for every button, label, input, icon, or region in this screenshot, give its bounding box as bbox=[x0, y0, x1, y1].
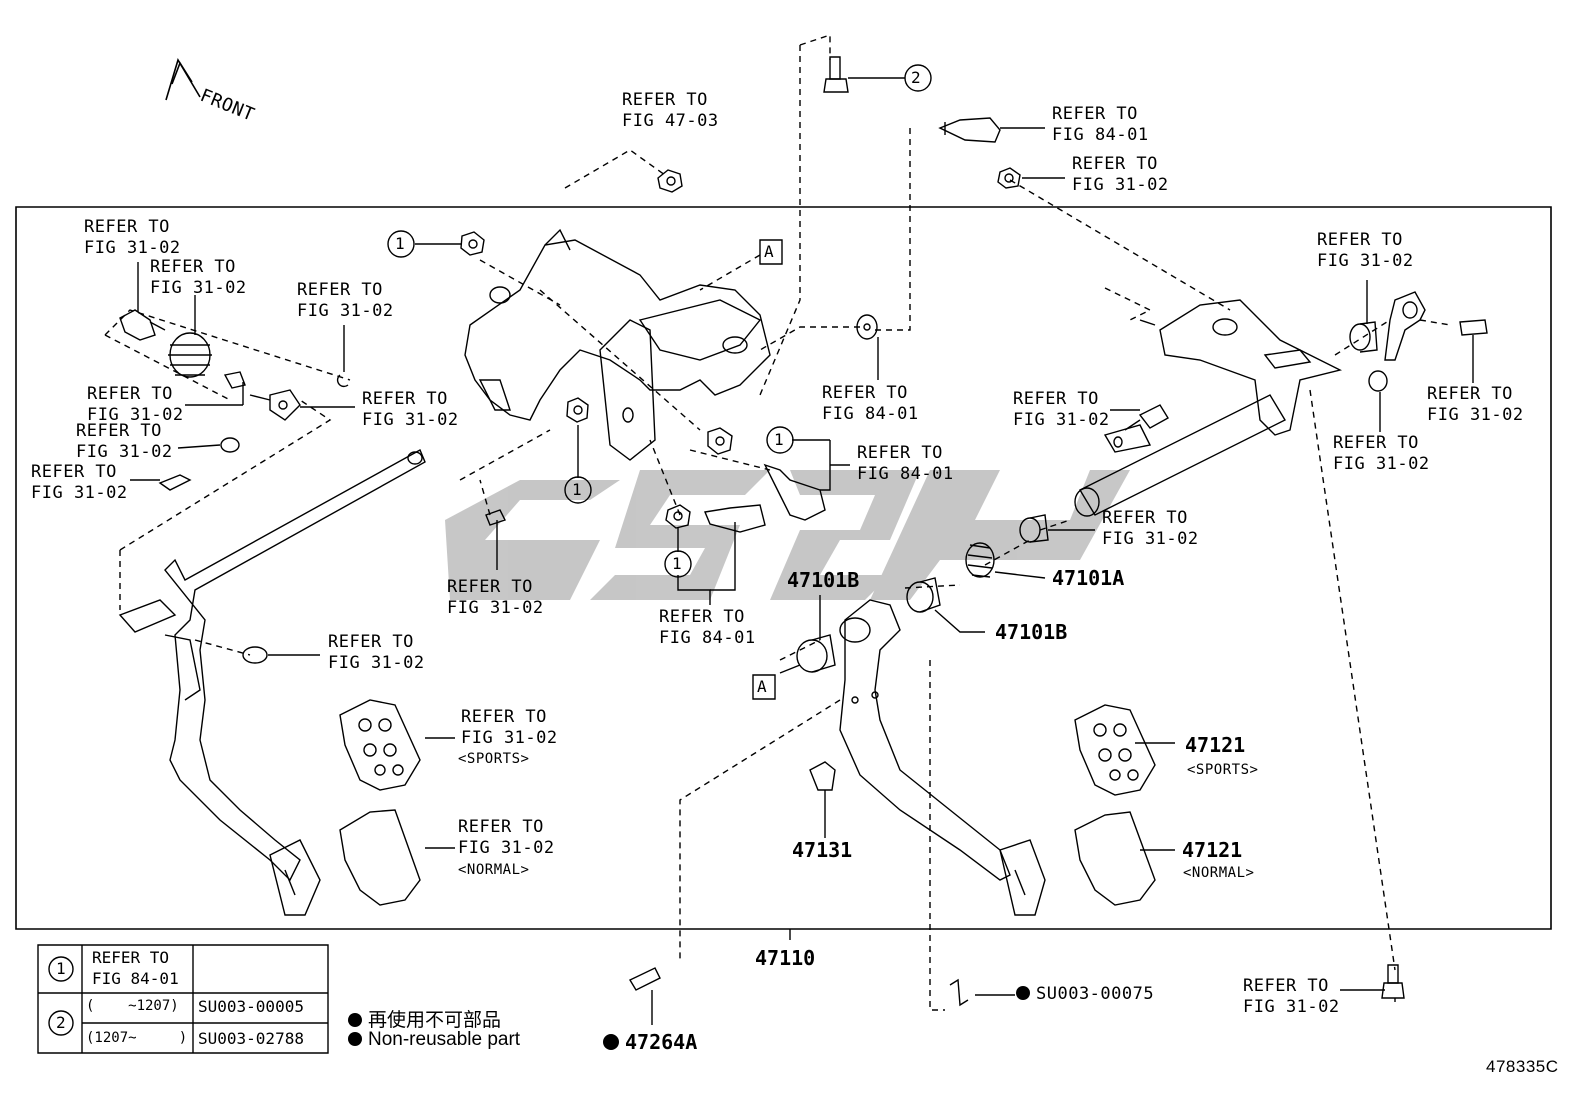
legend-range-b: (1207~ ) bbox=[86, 1030, 188, 1046]
callout-1-c: 1 bbox=[572, 480, 583, 499]
bolt-right-mid bbox=[1125, 405, 1168, 430]
part-su003-00075-text: SU003-00075 bbox=[1036, 984, 1155, 1004]
nut-right bbox=[998, 168, 1020, 188]
brake-pedal-arm bbox=[810, 600, 1045, 915]
ref-fig-31-02-c: REFER TO FIG 31-02 bbox=[297, 280, 394, 321]
ref-fig-31-02-sports: REFER TO FIG 31-02 bbox=[461, 707, 558, 748]
part-47110: 47110 bbox=[755, 946, 816, 970]
ref-fig-31-02-k: REFER TO FIG 31-02 bbox=[31, 462, 128, 503]
clip-su003 bbox=[950, 980, 968, 1005]
marker-a-top-label: A bbox=[764, 242, 775, 261]
spring-47101A bbox=[966, 543, 994, 577]
ref-fig-31-02-e: REFER TO FIG 31-02 bbox=[87, 384, 184, 425]
callout-1-d: 1 bbox=[672, 554, 683, 573]
ref-fig-31-02-f: REFER TO FIG 31-02 bbox=[362, 389, 459, 430]
nut-center bbox=[567, 398, 588, 478]
ref-fig-31-02-j: REFER TO FIG 31-02 bbox=[1333, 433, 1430, 474]
washer bbox=[857, 315, 877, 339]
turnover-spring-parts bbox=[120, 310, 348, 490]
clutch-switch bbox=[765, 465, 825, 520]
ref-fig-31-02-b: REFER TO FIG 31-02 bbox=[150, 257, 247, 298]
pedal-support-bracket bbox=[465, 230, 770, 460]
stop-lamp-switch bbox=[940, 118, 1000, 142]
part-su003-00075: SU003-00075 bbox=[1016, 984, 1154, 1005]
front-arrow-icon bbox=[166, 60, 200, 100]
non-reusable-dot-icon bbox=[348, 1013, 362, 1027]
ref-fig-84-01-washer: REFER TO FIG 84-01 bbox=[822, 383, 919, 424]
ref-fig-84-01-clutch: REFER TO FIG 84-01 bbox=[857, 443, 954, 484]
part-47264A: 47264A bbox=[603, 1032, 697, 1053]
variant-sports-left: <SPORTS> bbox=[458, 751, 530, 767]
legend-num-1: 1 bbox=[56, 959, 66, 978]
marker-a-top bbox=[760, 240, 782, 264]
legend-table bbox=[38, 945, 328, 1053]
sports-pad-left bbox=[340, 700, 420, 790]
nut-switch-upper bbox=[708, 428, 732, 454]
bolt-47264A bbox=[630, 968, 660, 990]
clutch-pedal-arm bbox=[120, 450, 425, 915]
callout-circles bbox=[388, 65, 931, 577]
part-47121-normal: 47121 bbox=[1182, 838, 1243, 862]
ref-fig-47-03: REFER TO FIG 47-03 bbox=[622, 90, 719, 131]
lower-switch bbox=[705, 505, 765, 532]
figure-code: 478335C bbox=[1486, 1057, 1559, 1076]
nut-1 bbox=[461, 232, 484, 255]
callout-1-a: 1 bbox=[395, 234, 406, 253]
assembly-frame bbox=[16, 207, 1551, 929]
non-reusable-dot-icon bbox=[603, 1034, 619, 1050]
normal-pad-right bbox=[1075, 812, 1155, 905]
sports-pad-right bbox=[1075, 705, 1155, 795]
ref-fig-31-02-i: REFER TO FIG 31-02 bbox=[76, 421, 173, 462]
part-47121-sports: 47121 bbox=[1185, 733, 1246, 757]
ref-fig-31-02-nut: REFER TO FIG 31-02 bbox=[1072, 154, 1169, 195]
note-non-reusable-jp: 再使用不可部品 bbox=[348, 1005, 501, 1032]
normal-pad-left bbox=[340, 810, 420, 905]
right-top-parts bbox=[1350, 292, 1487, 391]
marker-a-bottom bbox=[753, 675, 775, 699]
part-47131: 47131 bbox=[792, 838, 853, 862]
ref-fig-31-02-d: REFER TO FIG 31-02 bbox=[1317, 230, 1414, 271]
dashed-leaders bbox=[105, 35, 1450, 1010]
clip-small bbox=[486, 510, 505, 525]
ref-fig-31-02-h: REFER TO FIG 31-02 bbox=[1427, 384, 1524, 425]
callout-1-b: 1 bbox=[774, 430, 785, 449]
ref-fig-31-02-m: REFER TO FIG 31-02 bbox=[447, 577, 544, 618]
marker-a-bottom-label: A bbox=[757, 677, 768, 696]
legend-range-a: ( ~1207) bbox=[86, 998, 179, 1014]
part-47264A-text: 47264A bbox=[625, 1030, 698, 1054]
ref-fig-31-02-n: REFER TO FIG 31-02 bbox=[328, 632, 425, 673]
legend-num-2: 2 bbox=[56, 1013, 66, 1032]
solid-leaders bbox=[130, 78, 1473, 1025]
part-47101B-upper: 47101B bbox=[995, 620, 1068, 644]
ref-fig-84-01-lower: REFER TO FIG 84-01 bbox=[659, 607, 756, 648]
ref-fig-31-02-l: REFER TO FIG 31-02 bbox=[1102, 508, 1199, 549]
note-jp-text: 再使用不可部品 bbox=[368, 1009, 502, 1031]
ref-fig-84-01-switch: REFER TO FIG 84-01 bbox=[1052, 104, 1149, 145]
ref-fig-31-02-g: REFER TO FIG 31-02 bbox=[1013, 389, 1110, 430]
collar bbox=[1020, 515, 1048, 542]
bolt-top bbox=[824, 57, 848, 92]
bushing-47101B-upper bbox=[907, 578, 940, 612]
non-reusable-dot-icon bbox=[1016, 986, 1030, 1000]
nut-top bbox=[658, 170, 682, 192]
variant-normal-left: <NORMAL> bbox=[458, 862, 530, 878]
nut-switch-lower bbox=[666, 505, 690, 528]
part-47101B-lower: 47101B bbox=[787, 568, 860, 592]
legend-part-b: SU003-02788 bbox=[198, 1029, 304, 1048]
part-47101A: 47101A bbox=[1052, 566, 1125, 590]
ref-fig-31-02-bolt: REFER TO FIG 31-02 bbox=[1243, 976, 1340, 1017]
callout-2-top: 2 bbox=[911, 68, 922, 87]
variant-normal-right: <NORMAL> bbox=[1183, 865, 1255, 881]
note-en-text: Non-reusable part bbox=[368, 1029, 521, 1050]
note-non-reusable-en: Non-reusable part bbox=[348, 1029, 520, 1051]
variant-sports-right: <SPORTS> bbox=[1187, 762, 1259, 778]
ref-fig-31-02-a: REFER TO FIG 31-02 bbox=[84, 217, 181, 258]
non-reusable-dot-icon bbox=[348, 1032, 362, 1046]
legend-part-a: SU003-00005 bbox=[198, 997, 304, 1016]
right-bottom-bolt bbox=[1382, 965, 1404, 998]
ref-fig-31-02-normal: REFER TO FIG 31-02 bbox=[458, 817, 555, 858]
legend-ref-text: REFER TO FIG 84-01 bbox=[92, 948, 179, 988]
bushing-47101B-lower bbox=[797, 635, 835, 672]
